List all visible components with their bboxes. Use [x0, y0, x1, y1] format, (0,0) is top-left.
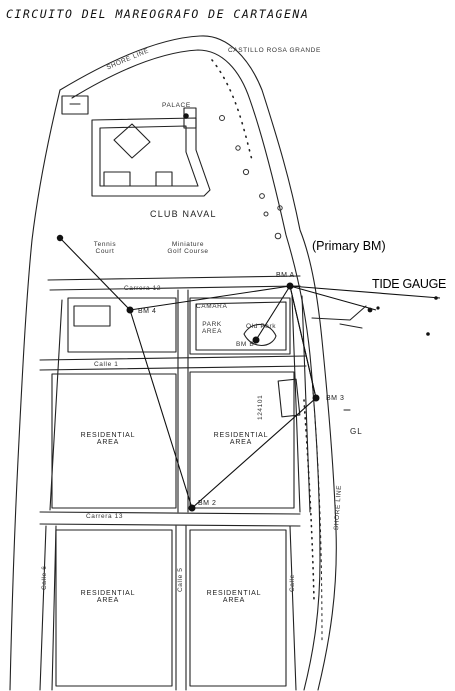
old-park-label: Old Park [246, 323, 277, 330]
carrera-13-label: Carrera 13 [86, 513, 124, 520]
calle-bottom-label: Calle [289, 574, 296, 592]
map-title: CIRCUITO DEL MAREOGRAFO DE CARTAGENA [6, 7, 310, 21]
calle-5-label: Calle 5 [177, 567, 184, 592]
bm-a-marker [286, 282, 294, 290]
west-marker [56, 234, 64, 242]
street-carrera-12 [47, 275, 301, 281]
bm-3-number-label: 124101 [257, 394, 264, 420]
castillo-label: CASTILLO ROSA GRANDE [228, 47, 321, 54]
residential-area-3-label: RESIDENTIAL AREA [80, 590, 136, 604]
coastline-west [9, 89, 61, 691]
park-area-label: PARK AREA [201, 321, 223, 335]
bm-2-marker [188, 504, 196, 512]
bm-b-marker [252, 336, 260, 344]
street-carrera-13 [39, 511, 301, 515]
calle-6-label: Calle 6 [41, 565, 48, 590]
residential-area-4-label: RESIDENTIAL AREA [206, 590, 262, 604]
coastline-inner [71, 49, 321, 691]
bm-a-label: BM A [276, 272, 295, 279]
bm-2-label: BM 2 [198, 500, 217, 507]
miniature-golf-label: Miniature Golf Course [167, 241, 209, 255]
bm-4-label: BM 4 [138, 308, 157, 315]
club-naval-outline [91, 117, 211, 197]
tide-gauge-label: TIDE GAUGE [372, 277, 447, 291]
residential-area-2-label: RESIDENTIAL AREA [213, 432, 269, 446]
survey-line [59, 237, 317, 509]
primary-bm-label: (Primary BM) [312, 239, 386, 253]
bm-4-marker [126, 306, 134, 314]
camara-label: CAMARA [196, 303, 228, 310]
bm-3-label: BM 3 [326, 395, 345, 402]
gl-label: GL [350, 427, 363, 436]
carrera-12-label: Carrera 12 [124, 285, 162, 292]
bm-b-label: BM B [236, 341, 255, 348]
club-naval-label: CLUB NAVAL [150, 209, 217, 219]
palace-marker [183, 113, 189, 119]
calle-1-label: Calle 1 [94, 361, 119, 368]
gauge-line [289, 285, 441, 299]
street-calle-1 [39, 355, 307, 361]
palace-label: PALACE [162, 102, 191, 109]
residential-area-1-label: RESIDENTIAL AREA [80, 432, 136, 446]
gauge-marker [367, 307, 373, 313]
tennis-court-label: Tennis Court [93, 241, 117, 255]
bm-3-marker [312, 394, 320, 402]
coastline [59, 35, 337, 691]
